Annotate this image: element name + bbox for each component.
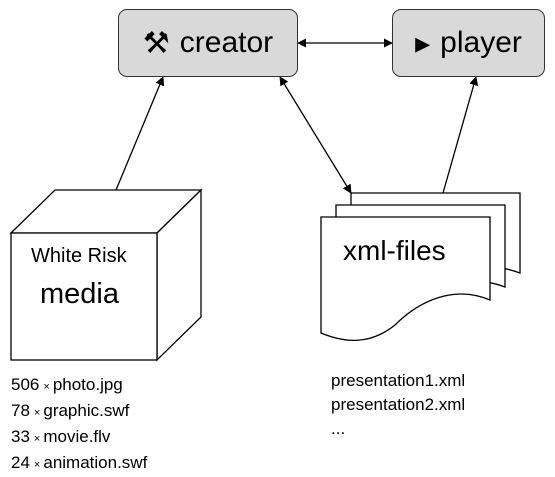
hammer-pick-icon: ⚒ [142,26,170,60]
media-title: White Risk [31,245,127,267]
list-item: 33×movie.flv [11,427,111,446]
list-item: ... [331,419,346,438]
cube-front-face [10,232,158,361]
media-cube [9,188,203,362]
list-item: 78×graphic.swf [11,401,130,420]
xml-files-stack [320,192,521,341]
list-item: presentation1.xml [331,371,466,390]
creator-node: ⚒ creator [118,9,298,77]
play-icon: ▸ [415,26,431,60]
media-label: media [40,278,119,310]
list-item: 24×animation.swf [11,453,148,472]
list-item: presentation2.xml [331,395,466,414]
media-file-list: 506×photo.jpg 78×graphic.swf 33×movie.fl… [11,373,147,477]
player-label: player [440,26,522,59]
document-front [320,216,491,341]
creator-label: creator [179,26,274,59]
arrow-media-to-creator [115,76,165,191]
xml-files-label: xml-files [343,235,446,266]
player-node: ▸ player [392,9,545,77]
arrow-xml-files-to-player [442,76,479,194]
list-item: 506×photo.jpg [11,375,123,394]
xml-file-list: presentation1.xml presentation2.xml ... [331,369,465,441]
arrow-creator-xml-files [279,76,352,194]
